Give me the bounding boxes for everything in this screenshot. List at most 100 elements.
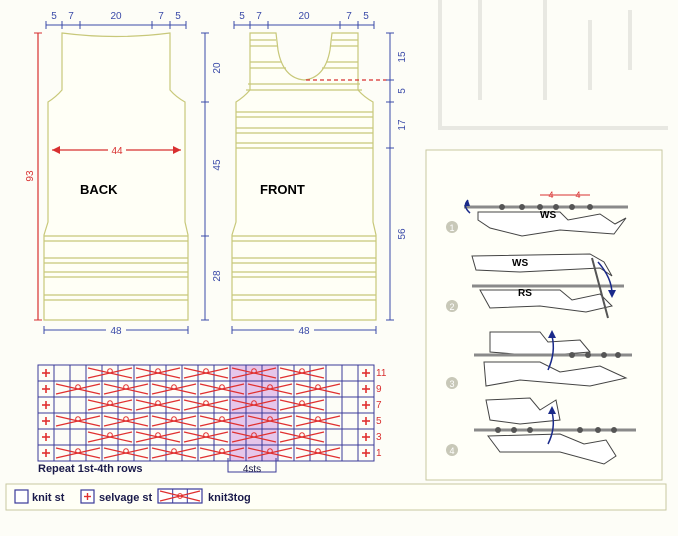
chart-cell [341,396,359,414]
step-2-rs-label: RS [518,288,532,299]
knit3tog-mark [299,368,305,374]
back-height-hem: 28 [212,270,223,282]
chart-cell [149,380,167,398]
repeat-width: 4sts [243,464,261,475]
step-1-ws-label: WS [540,210,556,221]
chart-cell [53,428,71,446]
chart-cell [325,364,343,382]
knit3tog-mark [171,416,177,422]
step-2-number: 2 [449,302,454,312]
chart-cell [133,396,151,414]
chart-cell [117,364,135,382]
knit3tog-mark [155,400,161,406]
front-stripes [232,39,376,301]
chart-cell [277,444,295,462]
chart-cell [101,412,119,430]
back-bottom-dimension: 48 [43,324,189,337]
chart-cell [197,412,215,430]
front-top-w2: 7 [256,11,262,22]
back-side-dimension: 20 45 28 [201,32,223,321]
step-3-number: 3 [449,379,454,389]
chart-cell [213,428,231,446]
front-piece: FRONT 5 7 20 7 5 48 [231,11,408,337]
knit-st-symbol [14,489,29,504]
front-top-w1: 5 [239,11,245,22]
chart-cell [277,412,295,430]
knit3tog-mark [299,400,305,406]
step-3: 3 [446,330,632,389]
knit3tog-mark [203,400,209,406]
chart-cell [69,428,87,446]
row-number-11: 11 [376,368,387,379]
legend-knit-label: knit st [32,492,65,504]
chart-cell [165,364,183,382]
back-label: BACK [80,182,118,197]
knit3tog-mark [123,416,129,422]
chart-cell [53,396,71,414]
chart-cell [293,412,311,430]
stitch-chart: 11 9 7 5 3 1 Repeat 1st-4th rows 4sts [37,364,387,475]
front-side-dimension: 15 5 17 56 [386,32,408,321]
knit3tog-mark [107,368,113,374]
back-stripes [44,235,188,301]
chart-cell [133,428,151,446]
chart-cell [277,364,295,382]
back-piece: BACK 5 7 20 7 5 44 [25,11,223,337]
back-outline [43,32,189,321]
knit3tog-mark [155,432,161,438]
chart-cell [69,396,87,414]
chart-cell [341,380,359,398]
front-top-w3: 20 [298,11,310,22]
chart-cell [181,396,199,414]
front-outline [231,32,377,321]
chart-cell [277,380,295,398]
knit3tog-mark [219,416,225,422]
front-height-body: 56 [397,228,408,240]
step-1-count-a: 4 [548,190,553,200]
background-sketch [438,0,668,130]
chart-cell [277,396,295,414]
back-top-w4: 7 [158,11,164,22]
legend-selvage: selvage st [80,489,153,504]
repeat-bracket [227,458,277,473]
back-chest-dimension: 44 [52,143,181,157]
step-3-fabric-top [489,331,592,357]
chart-cell [53,444,71,462]
back-height-armhole: 20 [212,62,223,74]
knit3tog-mark [155,368,161,374]
chart-cell [165,428,183,446]
legend-knit3tog-label: knit3tog [208,492,251,504]
knit3tog-mark [123,448,129,454]
knit3tog-mark [251,432,257,438]
back-height-dimension: 93 [25,32,42,321]
step-1-count-b: 4 [575,190,580,200]
legend-selvage-label: selvage st [99,492,153,504]
front-height-stripes: 17 [397,119,408,131]
knit3tog-mark [251,368,257,374]
chart-cell [181,380,199,398]
back-top-w1: 5 [51,11,57,22]
chart-cell [181,444,199,462]
knit3tog-mark [203,368,209,374]
knit3tog-mark [315,448,321,454]
knit3tog-mark [75,384,81,390]
back-top-w2: 7 [68,11,74,22]
chart-cell [85,412,103,430]
step-1: 1 4 4 WS [446,190,628,237]
chart-cell [213,396,231,414]
chart-cell [85,444,103,462]
step-4-number: 4 [449,446,454,456]
chart-cell [277,428,295,446]
legend-knit: knit st [14,489,65,504]
front-bottom-dimension: 48 [231,324,377,337]
chart-cell [309,396,327,414]
step-1-fabric [477,211,627,237]
knit3tog-mark [203,432,209,438]
front-bottom-width: 48 [298,326,310,337]
chart-cell [293,380,311,398]
front-height-neck: 15 [397,51,408,63]
chart-cell [69,364,87,382]
chart-cell [357,444,375,462]
back-total-height: 93 [25,170,36,182]
